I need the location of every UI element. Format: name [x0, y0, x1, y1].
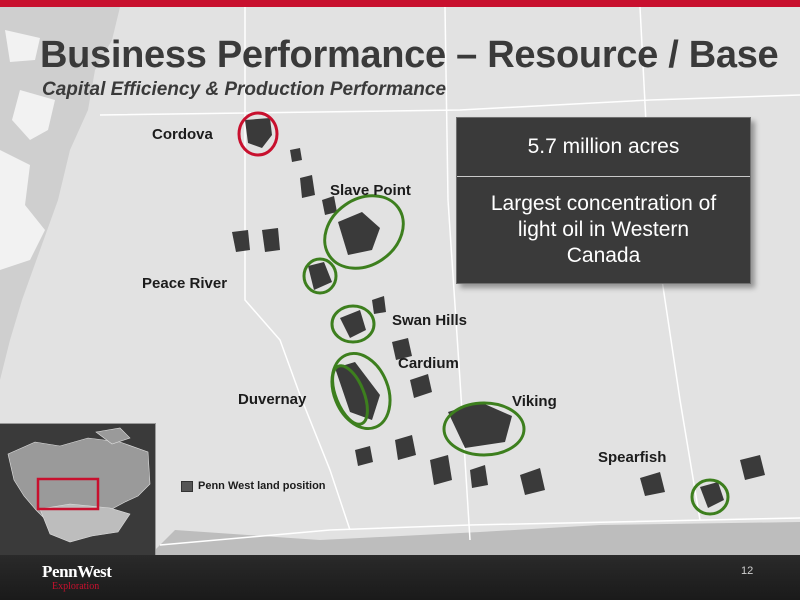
cordova-highlight — [237, 111, 279, 157]
land-position-clusters — [232, 118, 765, 508]
headline-text: Largest concentration of light oil in We… — [490, 192, 717, 267]
label-duvernay: Duvernay — [238, 391, 307, 408]
acreage-text: 5.7 million acres — [457, 118, 750, 177]
logo-name: PennWest — [42, 562, 112, 581]
label-swan-hills: Swan Hills — [392, 312, 468, 329]
saskatchewan-manitoba-border — [639, 7, 701, 521]
legend-label: Penn West land position — [198, 480, 326, 492]
page-number: 12 — [741, 565, 754, 577]
pennwest-logo: PennWest Exploration — [42, 563, 112, 593]
inset-region-marker — [36, 477, 100, 511]
info-box: 5.7 million acres Largest concentration … — [456, 117, 751, 284]
legend-swatch — [181, 480, 193, 492]
duvernay-highlight — [331, 364, 369, 426]
label-slave-point: Slave Point — [330, 182, 411, 199]
peace-river-highlight — [302, 257, 338, 295]
us-canada-border — [159, 517, 800, 546]
label-peace-river: Peace River — [142, 275, 228, 292]
label-spearfish: Spearfish — [598, 449, 667, 466]
legend: Penn West land position — [181, 480, 326, 492]
slave-point-highlight — [323, 194, 405, 270]
logo-tagline: Exploration — [52, 581, 100, 592]
top-accent-bar — [0, 0, 800, 7]
footer-bar: PennWest Exploration 12 — [0, 555, 800, 600]
label-viking: Viking — [512, 393, 557, 410]
slide-subtitle: Capital Efficiency & Production Performa… — [42, 79, 447, 100]
viking-highlight — [442, 401, 526, 457]
territories-border — [99, 94, 800, 116]
inset-locator-map — [0, 423, 156, 556]
slide-title: Business Performance – Resource / Base — [40, 34, 779, 76]
label-cardium: Cardium — [398, 355, 459, 372]
swan-hills-highlight — [330, 304, 376, 344]
north-america-inset — [0, 424, 155, 556]
spearfish-highlight — [690, 478, 730, 516]
bc-alberta-border — [244, 7, 351, 531]
alberta-saskatchewan-border — [444, 7, 471, 541]
label-cordova: Cordova — [152, 126, 213, 143]
